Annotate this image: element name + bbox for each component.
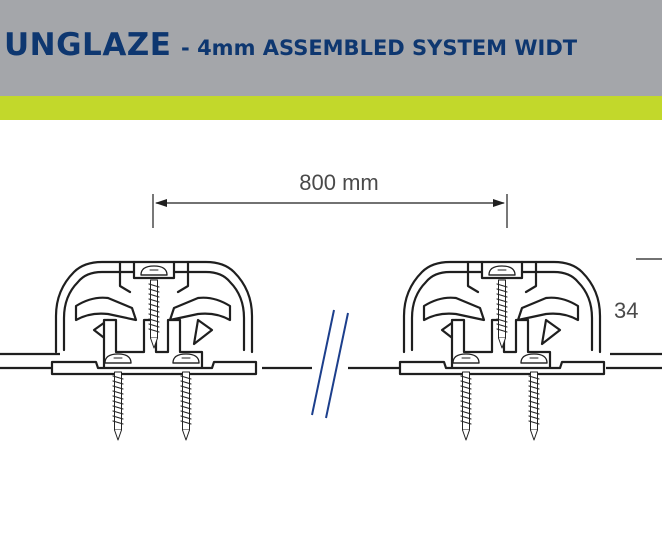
connector-profile-right xyxy=(400,262,604,440)
connector-profile-left xyxy=(52,262,256,440)
panel-right xyxy=(348,352,662,370)
panel-left xyxy=(0,352,312,370)
header-banner: UNGLAZE - 4mm ASSEMBLED SYSTEM WIDT xyxy=(0,0,662,96)
brand-name: UNGLAZE xyxy=(4,27,172,63)
width-dimension xyxy=(152,194,508,228)
accent-bar xyxy=(0,96,662,120)
page-title: UNGLAZE - 4mm ASSEMBLED SYSTEM WIDT xyxy=(4,27,577,63)
profile-cross-section-diagram: 800 mm 34 xyxy=(0,170,662,534)
break-symbol xyxy=(311,309,349,419)
width-dimension-label: 800 mm xyxy=(299,170,378,195)
height-dimension-label: 34 xyxy=(614,298,638,323)
system-subtitle: - 4mm ASSEMBLED SYSTEM WIDT xyxy=(181,36,578,60)
